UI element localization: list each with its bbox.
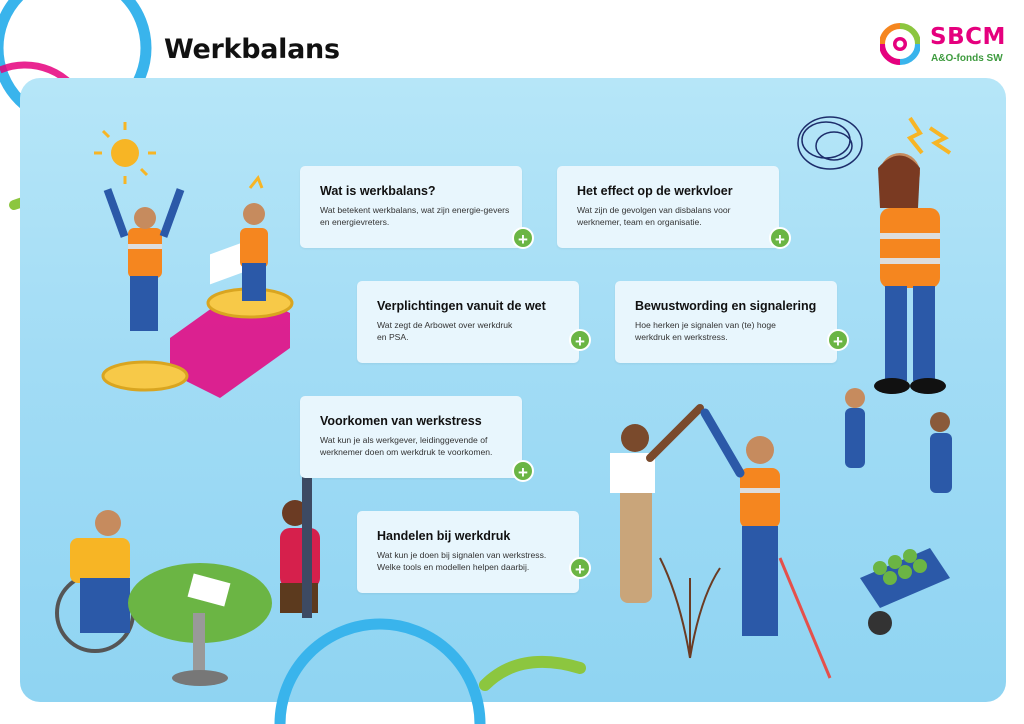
- main-panel: Wat is werkbalans? Wat betekent werkbala…: [20, 78, 1006, 702]
- sbcm-logo[interactable]: SBCM A&O-fonds SW: [880, 20, 1010, 70]
- card-text: Wat kun je doen bij signalen van werkstr…: [377, 550, 547, 572]
- card-handelen-bij-werkdruk[interactable]: Handelen bij werkdruk Wat kun je doen bi…: [357, 511, 591, 593]
- expand-plus-icon[interactable]: +: [769, 227, 791, 249]
- expand-plus-icon[interactable]: +: [512, 227, 534, 249]
- expand-plus-icon[interactable]: +: [512, 460, 534, 482]
- card-text: Wat kun je als werkgever, leidinggevende…: [320, 435, 493, 457]
- expand-plus-icon[interactable]: +: [569, 329, 591, 351]
- card-title: Wat is werkbalans?: [320, 184, 436, 198]
- expand-plus-icon[interactable]: +: [827, 329, 849, 351]
- card-title: Verplichtingen vanuit de wet: [377, 299, 546, 313]
- logo-name: SBCM: [930, 24, 1006, 50]
- card-title: Het effect op de werkvloer: [577, 184, 733, 198]
- card-het-effect-op-de-werkvloer[interactable]: Het effect op de werkvloer Wat zijn de g…: [557, 166, 791, 249]
- meeting-illustration: [55, 468, 320, 686]
- expand-plus-icon[interactable]: +: [569, 557, 591, 579]
- page-title: Werkbalans: [164, 34, 340, 65]
- card-voorkomen-van-werkstress[interactable]: Voorkomen van werkstress Wat kun je als …: [300, 396, 534, 482]
- card-verplichtingen-vanuit-de-wet[interactable]: Verplichtingen vanuit de wet Wat zegt de…: [357, 281, 591, 363]
- card-wat-is-werkbalans[interactable]: Wat is werkbalans? Wat betekent werkbala…: [300, 166, 534, 249]
- card-title: Voorkomen van werkstress: [320, 414, 482, 428]
- logo-subtitle: A&O-fonds SW: [931, 53, 1003, 64]
- card-title: Bewustwording en signalering: [635, 299, 817, 313]
- card-text: Hoe herken je signalen van (te) hoge wer…: [635, 320, 776, 342]
- gardening-team-illustration: [610, 388, 952, 679]
- card-text: Wat betekent werkbalans, wat zijn energi…: [320, 205, 510, 227]
- card-title: Handelen bij werkdruk: [377, 529, 511, 543]
- card-bewustwording-en-signalering[interactable]: Bewustwording en signalering Hoe herken …: [615, 281, 849, 363]
- logo-icon: [880, 23, 920, 65]
- stressed-worker-illustration: [797, 116, 952, 394]
- card-text: Wat zijn de gevolgen van disbalans voor …: [577, 205, 731, 227]
- card-text: Wat zegt de Arbowet over werkdruk en PSA…: [377, 320, 513, 342]
- scale-illustration: [94, 122, 294, 398]
